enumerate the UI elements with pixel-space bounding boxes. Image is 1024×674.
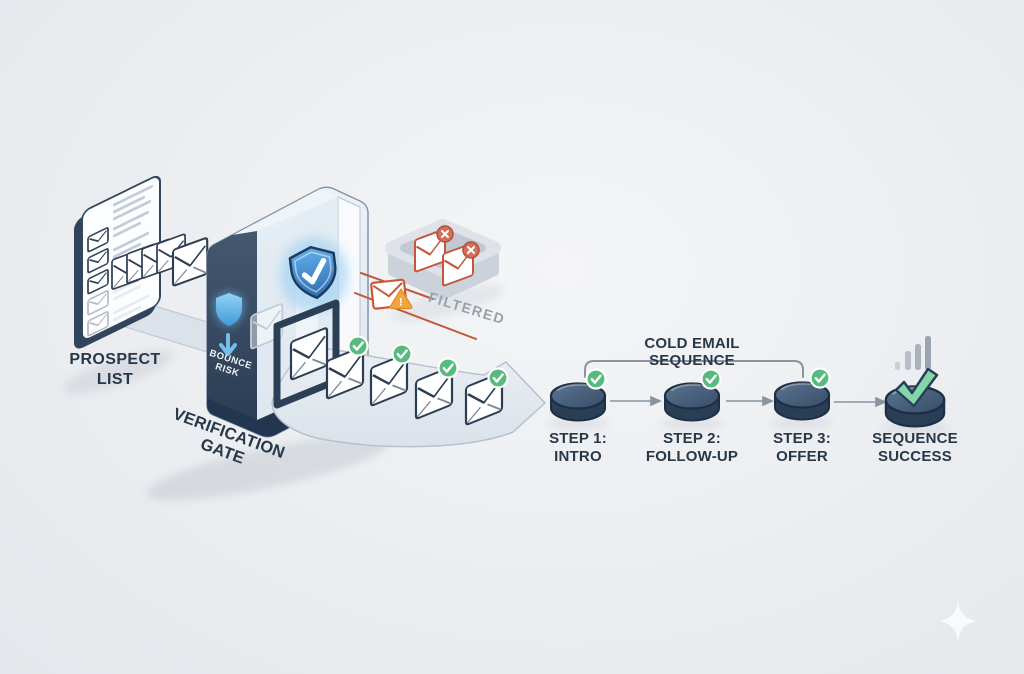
warning-exclamation: ! — [399, 297, 403, 309]
sequence-success-label-line1: SEQUENCE — [872, 430, 958, 447]
prospect-list-label-line1: PROSPECT — [69, 351, 161, 368]
step-1-label: STEP 1: INTRO — [523, 430, 633, 465]
sequence-title: COLD EMAIL SEQUENCE — [644, 335, 740, 369]
sparkle-icon — [940, 600, 976, 642]
step-arrows — [610, 395, 887, 408]
check-badge-icon — [437, 357, 459, 379]
shield-small-icon — [216, 293, 242, 326]
check-badge-icon — [391, 343, 413, 365]
risky-envelope: ! — [370, 278, 413, 310]
sequence-success-label-line2: SUCCESS — [878, 447, 952, 465]
shadows — [62, 284, 949, 501]
list-row — [87, 231, 149, 274]
prospect-list-label: PROSPECT LIST — [57, 350, 173, 390]
x-badge-icon — [436, 225, 454, 243]
check-badge-icon — [809, 367, 831, 389]
big-check-icon — [894, 367, 939, 408]
filtered-tray — [385, 219, 501, 300]
check-badge-icon — [347, 335, 369, 357]
warning-triangle-icon — [389, 288, 413, 310]
prospect-list-label-line2: LIST — [96, 371, 134, 388]
list-row — [87, 210, 149, 253]
step-2-label: STEP 2: FOLLOW-UP — [637, 430, 747, 465]
list-header-lines — [113, 184, 153, 221]
growth-bars-icon — [895, 336, 931, 370]
step-1-label-line2: INTRO — [554, 447, 602, 465]
shield-check-icon — [288, 245, 337, 300]
sequence-success-label: SEQUENCE SUCCESS — [860, 430, 970, 465]
down-arrow-icon — [219, 333, 237, 356]
step-3-label: STEP 3: OFFER — [747, 430, 857, 465]
x-badge-icon — [462, 241, 480, 259]
step-3-label-line2: OFFER — [776, 447, 828, 465]
step-2-label-line1: STEP 2: — [663, 430, 721, 447]
check-badge-icon — [487, 367, 509, 389]
gate-base — [207, 371, 368, 437]
gate-left-panel — [207, 231, 257, 429]
step-3-label-line1: STEP 3: — [773, 430, 831, 447]
check-badge-icon — [700, 368, 722, 390]
sequence-bracket — [584, 360, 804, 378]
list-row-faded — [87, 294, 149, 337]
check-badge-icon — [585, 368, 607, 390]
step-1-label-line1: STEP 1: — [549, 430, 607, 447]
step-2-label-line2: FOLLOW-UP — [645, 447, 739, 465]
list-rows — [87, 210, 149, 337]
